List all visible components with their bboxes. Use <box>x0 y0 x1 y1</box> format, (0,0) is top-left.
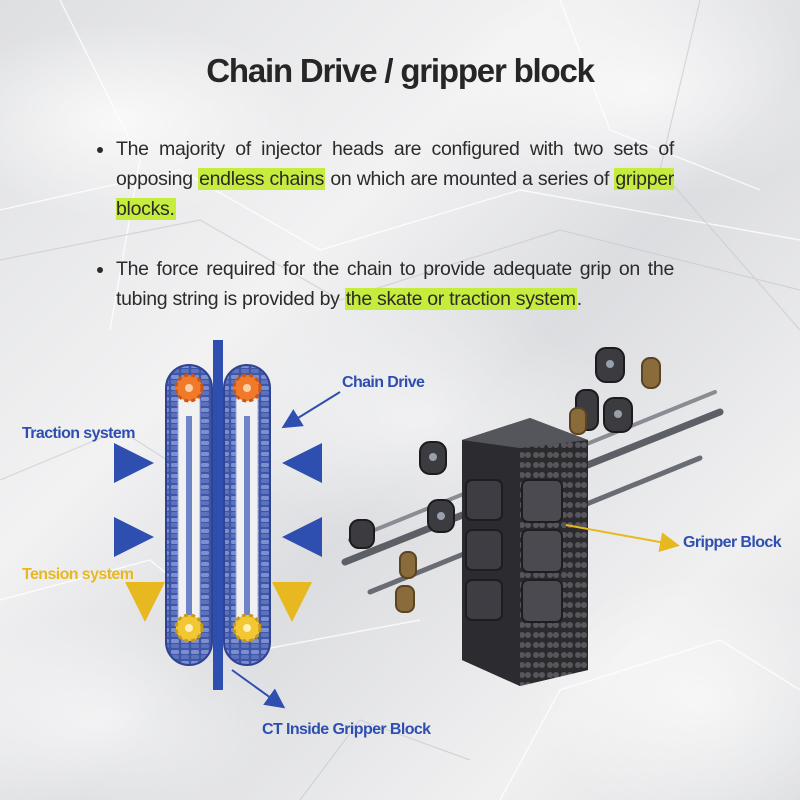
chain-drive-diagram <box>114 340 724 709</box>
left-chain-loop <box>165 364 213 666</box>
highlight-traction-system: the skate or traction system <box>344 288 577 310</box>
tension-sprocket-icon <box>232 613 262 643</box>
gripper-block-assembly-illustration <box>341 347 724 686</box>
bullet-item: The force required for the chain to prov… <box>94 254 674 314</box>
drive-sprocket-icon <box>174 373 204 403</box>
ct-pointer <box>231 669 286 709</box>
gripper-block-pointer <box>565 524 680 552</box>
tension-arrows <box>125 582 312 622</box>
callout-arrows <box>231 391 341 709</box>
label-chain-drive: Chain Drive <box>342 374 425 391</box>
label-tension-system: Tension system <box>22 566 134 583</box>
highlight-endless-chains: endless chains <box>198 168 326 190</box>
label-traction-system: Traction system <box>22 425 135 442</box>
right-chain-loop <box>223 364 271 666</box>
title-container: Chain Drive / gripper block <box>0 50 800 92</box>
label-gripper-block: Gripper Block <box>683 534 782 551</box>
traction-arrows <box>114 443 322 557</box>
chain-drive-pointer <box>281 391 341 429</box>
bullet-list: The majority of injector heads are confi… <box>94 134 674 314</box>
coiled-tubing <box>213 340 223 690</box>
drive-sprocket-icon <box>232 373 262 403</box>
bullet-item: The majority of injector heads are confi… <box>94 134 674 224</box>
page-title: Chain Drive / gripper block <box>200 50 600 92</box>
tension-sprocket-icon <box>174 613 204 643</box>
label-ct-inside-gripper-block: CT Inside Gripper Block <box>262 721 431 738</box>
